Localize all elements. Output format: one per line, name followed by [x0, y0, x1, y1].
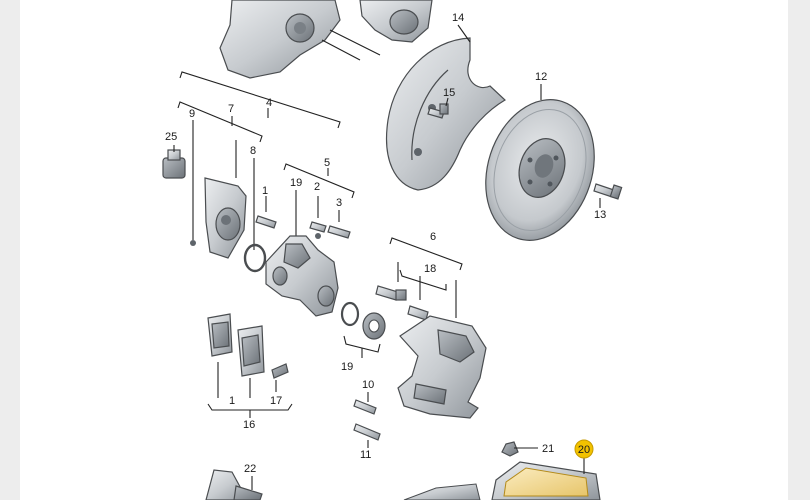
control-unit-icon[interactable]	[403, 461, 601, 500]
callout-3[interactable]: 3	[336, 197, 342, 209]
wheel-hub-icon[interactable]	[219, 0, 433, 79]
callout-1-lower[interactable]: 1	[229, 395, 235, 407]
leader-5	[283, 163, 355, 199]
leader-6	[389, 237, 463, 271]
wear-sensor-icon[interactable]	[271, 363, 289, 379]
right-margin-band	[788, 0, 810, 500]
left-margin-band	[0, 0, 20, 500]
leader-15	[445, 97, 449, 107]
seal-ring-icon[interactable]	[340, 301, 360, 327]
wear-sensor-icon[interactable]	[205, 469, 263, 500]
leader-4	[179, 71, 341, 129]
bolt-icon[interactable]	[353, 423, 381, 441]
brake-caliper-icon[interactable]	[204, 177, 247, 259]
callout-15[interactable]: 15	[443, 87, 455, 99]
bolt-icon[interactable]	[353, 399, 377, 415]
brake-carrier-icon[interactable]	[397, 315, 487, 419]
callout-12[interactable]: 12	[535, 71, 547, 83]
callout-22[interactable]: 22	[244, 463, 256, 475]
callout-6[interactable]: 6	[430, 231, 436, 243]
callout-11[interactable]: 11	[360, 449, 371, 461]
seal-ring-icon[interactable]	[362, 312, 386, 340]
callout-20[interactable]: 20	[578, 444, 590, 456]
callout-19-upper[interactable]: 19	[290, 177, 302, 189]
leader-7	[177, 101, 263, 143]
callout-20-badge[interactable]: 20	[574, 439, 594, 459]
bolt-icon[interactable]	[427, 103, 449, 119]
callout-18[interactable]: 18	[424, 263, 436, 275]
callout-5[interactable]: 5	[324, 157, 330, 169]
bolt-icon[interactable]	[375, 285, 407, 301]
wear-sensor-icon[interactable]	[162, 149, 186, 179]
callout-14[interactable]: 14	[452, 12, 464, 24]
callout-4[interactable]: 4	[266, 97, 272, 109]
bolt-icon[interactable]	[501, 441, 519, 457]
callout-8[interactable]: 8	[250, 145, 256, 157]
callout-21[interactable]: 21	[542, 443, 554, 455]
bolt-icon[interactable]	[407, 305, 429, 321]
bolt-icon[interactable]	[190, 240, 196, 246]
leader-14	[457, 24, 471, 43]
bolt-icon[interactable]	[309, 221, 327, 239]
seal-ring-icon[interactable]	[243, 243, 267, 273]
callout-1-upper[interactable]: 1	[262, 185, 268, 197]
brake-disc-icon[interactable]	[468, 85, 611, 254]
callout-16[interactable]: 16	[243, 419, 255, 431]
bolt-icon[interactable]	[255, 215, 277, 229]
callout-25[interactable]: 25	[165, 131, 177, 143]
callout-9[interactable]: 9	[189, 108, 195, 120]
brake-caliper-icon[interactable]	[265, 235, 339, 317]
callout-7[interactable]: 7	[228, 103, 234, 115]
callout-17[interactable]: 17	[270, 395, 282, 407]
bolt-icon[interactable]	[593, 183, 623, 200]
callout-10[interactable]: 10	[362, 379, 374, 391]
bolt-icon[interactable]	[327, 225, 351, 239]
brake-pads-icon[interactable]	[207, 313, 265, 377]
callout-13[interactable]: 13	[594, 209, 606, 221]
leader-18	[399, 269, 447, 291]
callout-2[interactable]: 2	[314, 181, 320, 193]
callout-19-lower[interactable]: 19	[341, 361, 353, 373]
